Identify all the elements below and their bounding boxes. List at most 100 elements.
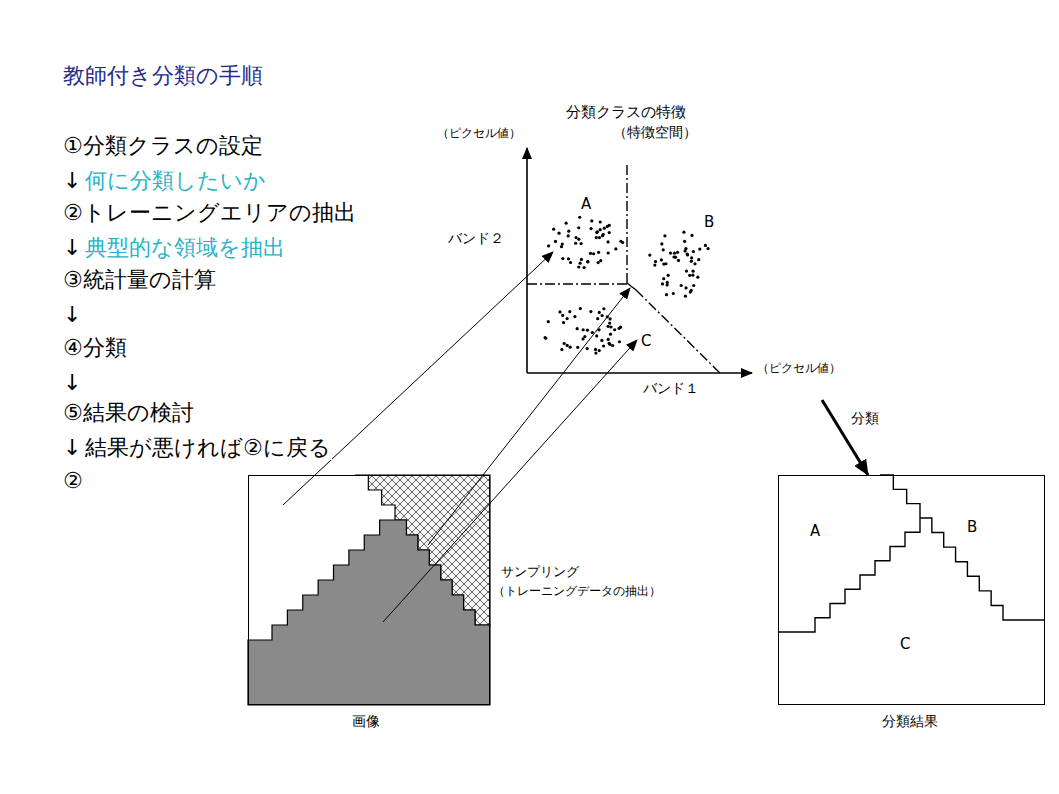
pixel-dot (582, 328, 585, 331)
pixel-dot (654, 260, 657, 263)
pixel-dot (578, 216, 581, 219)
pixel-dot (579, 262, 582, 265)
pixel-dot (621, 241, 624, 244)
pixel-dot (696, 276, 699, 279)
pixel-dot (680, 284, 683, 287)
step-note: 結果が悪ければ②に戻る (84, 435, 332, 460)
pixel-dot (576, 346, 579, 349)
pixel-dot (672, 292, 675, 295)
pixel-dot (561, 257, 564, 260)
node-text: （ピクセル値） (436, 127, 522, 141)
pixel-dot (609, 317, 612, 320)
pixel-dot (663, 234, 666, 237)
pixel-dot (573, 315, 576, 318)
pixel-dot (589, 252, 592, 255)
pixel-dot (567, 230, 570, 233)
node-text: A (580, 196, 592, 213)
pixel-dot (603, 227, 606, 230)
node-text: （ピクセル値） (756, 362, 842, 376)
pixel-dot (552, 228, 555, 231)
pixel-dot (662, 277, 665, 280)
node-text: 画像 (351, 713, 381, 729)
pixel-dot (602, 307, 605, 310)
pixel-dot (598, 311, 601, 314)
pixel-dot (674, 256, 677, 259)
flow-arrow: ↓ (62, 370, 82, 395)
x-axis (527, 372, 752, 374)
pixel-dot (660, 258, 663, 261)
pixel-dot (683, 240, 686, 243)
pixel-dot (569, 346, 572, 349)
result-box: ABC分類結果 (778, 475, 1045, 705)
pixel-dot (596, 317, 599, 320)
pixel-dot (619, 325, 622, 328)
pixel-dot (547, 244, 550, 247)
pixel-dot (602, 344, 605, 347)
sampling-label: （トレーニングデータの抽出） (492, 585, 662, 599)
pixel-dot (684, 295, 687, 298)
pixel-dot (661, 282, 664, 285)
result-boundary (880, 475, 920, 518)
pixel-dot (692, 284, 695, 287)
flow-arrow: ↓ (62, 235, 82, 260)
pixel-dot (684, 247, 687, 250)
pixel-dot (562, 321, 565, 324)
pixel-dot (597, 251, 600, 254)
pixel-dot (693, 262, 696, 265)
edge-label: 分類 (850, 410, 880, 426)
result-boundaries (778, 475, 1045, 632)
pixel-dot (582, 266, 585, 269)
pixel-dot (592, 252, 595, 255)
pixel-dot (614, 247, 617, 250)
pixel-dot (609, 325, 612, 328)
pixel-dot (690, 260, 693, 263)
step-text: ③統計量の計算 (62, 267, 217, 292)
pixel-dot (574, 242, 577, 245)
image-regions (248, 475, 490, 705)
pixel-dot (591, 331, 594, 334)
pixel-dot (601, 234, 604, 237)
node-text: B (966, 519, 978, 536)
pixel-dot (704, 244, 707, 247)
pixel-dot (554, 240, 557, 243)
pixel-dot (547, 320, 550, 323)
pixel-dot (697, 258, 700, 261)
node-text: 分類クラスの特徴 (565, 104, 687, 121)
pixel-dots (544, 216, 710, 355)
pixel-dot (692, 250, 695, 253)
pixel-dot (576, 327, 579, 330)
pixel-dot (586, 329, 589, 332)
pixel-dot (685, 269, 688, 272)
pixel-dot (648, 253, 651, 256)
pixel-dot (598, 349, 601, 352)
pixel-dot (611, 344, 614, 347)
pixel-dot (568, 310, 571, 313)
y-axis (526, 148, 528, 373)
pixel-dot (698, 247, 701, 250)
pixel-dot (595, 334, 598, 337)
node-text: バンド１ (642, 380, 700, 396)
pixel-dot (594, 352, 597, 355)
class-boundary (527, 283, 627, 284)
sampling-arrow (383, 340, 637, 622)
pixel-dot (608, 321, 611, 324)
node-text: B (703, 214, 715, 231)
class-boundary (627, 283, 636, 290)
pixel-dot (660, 242, 663, 245)
pixel-dot (563, 342, 566, 345)
pixel-dot (608, 224, 611, 227)
pixel-dot (600, 314, 603, 317)
pixel-dot (560, 348, 563, 351)
pixel-dot (595, 231, 598, 234)
pixel-dot (607, 251, 610, 254)
pixel-dot (561, 314, 564, 317)
flow-arrow: ↓ (62, 168, 82, 193)
pixel-dot (686, 252, 689, 255)
pixel-dot (580, 258, 583, 261)
pixel-dot (589, 310, 592, 313)
region-c (248, 520, 490, 705)
node-text: C (899, 636, 911, 653)
pixel-dot (618, 340, 621, 343)
